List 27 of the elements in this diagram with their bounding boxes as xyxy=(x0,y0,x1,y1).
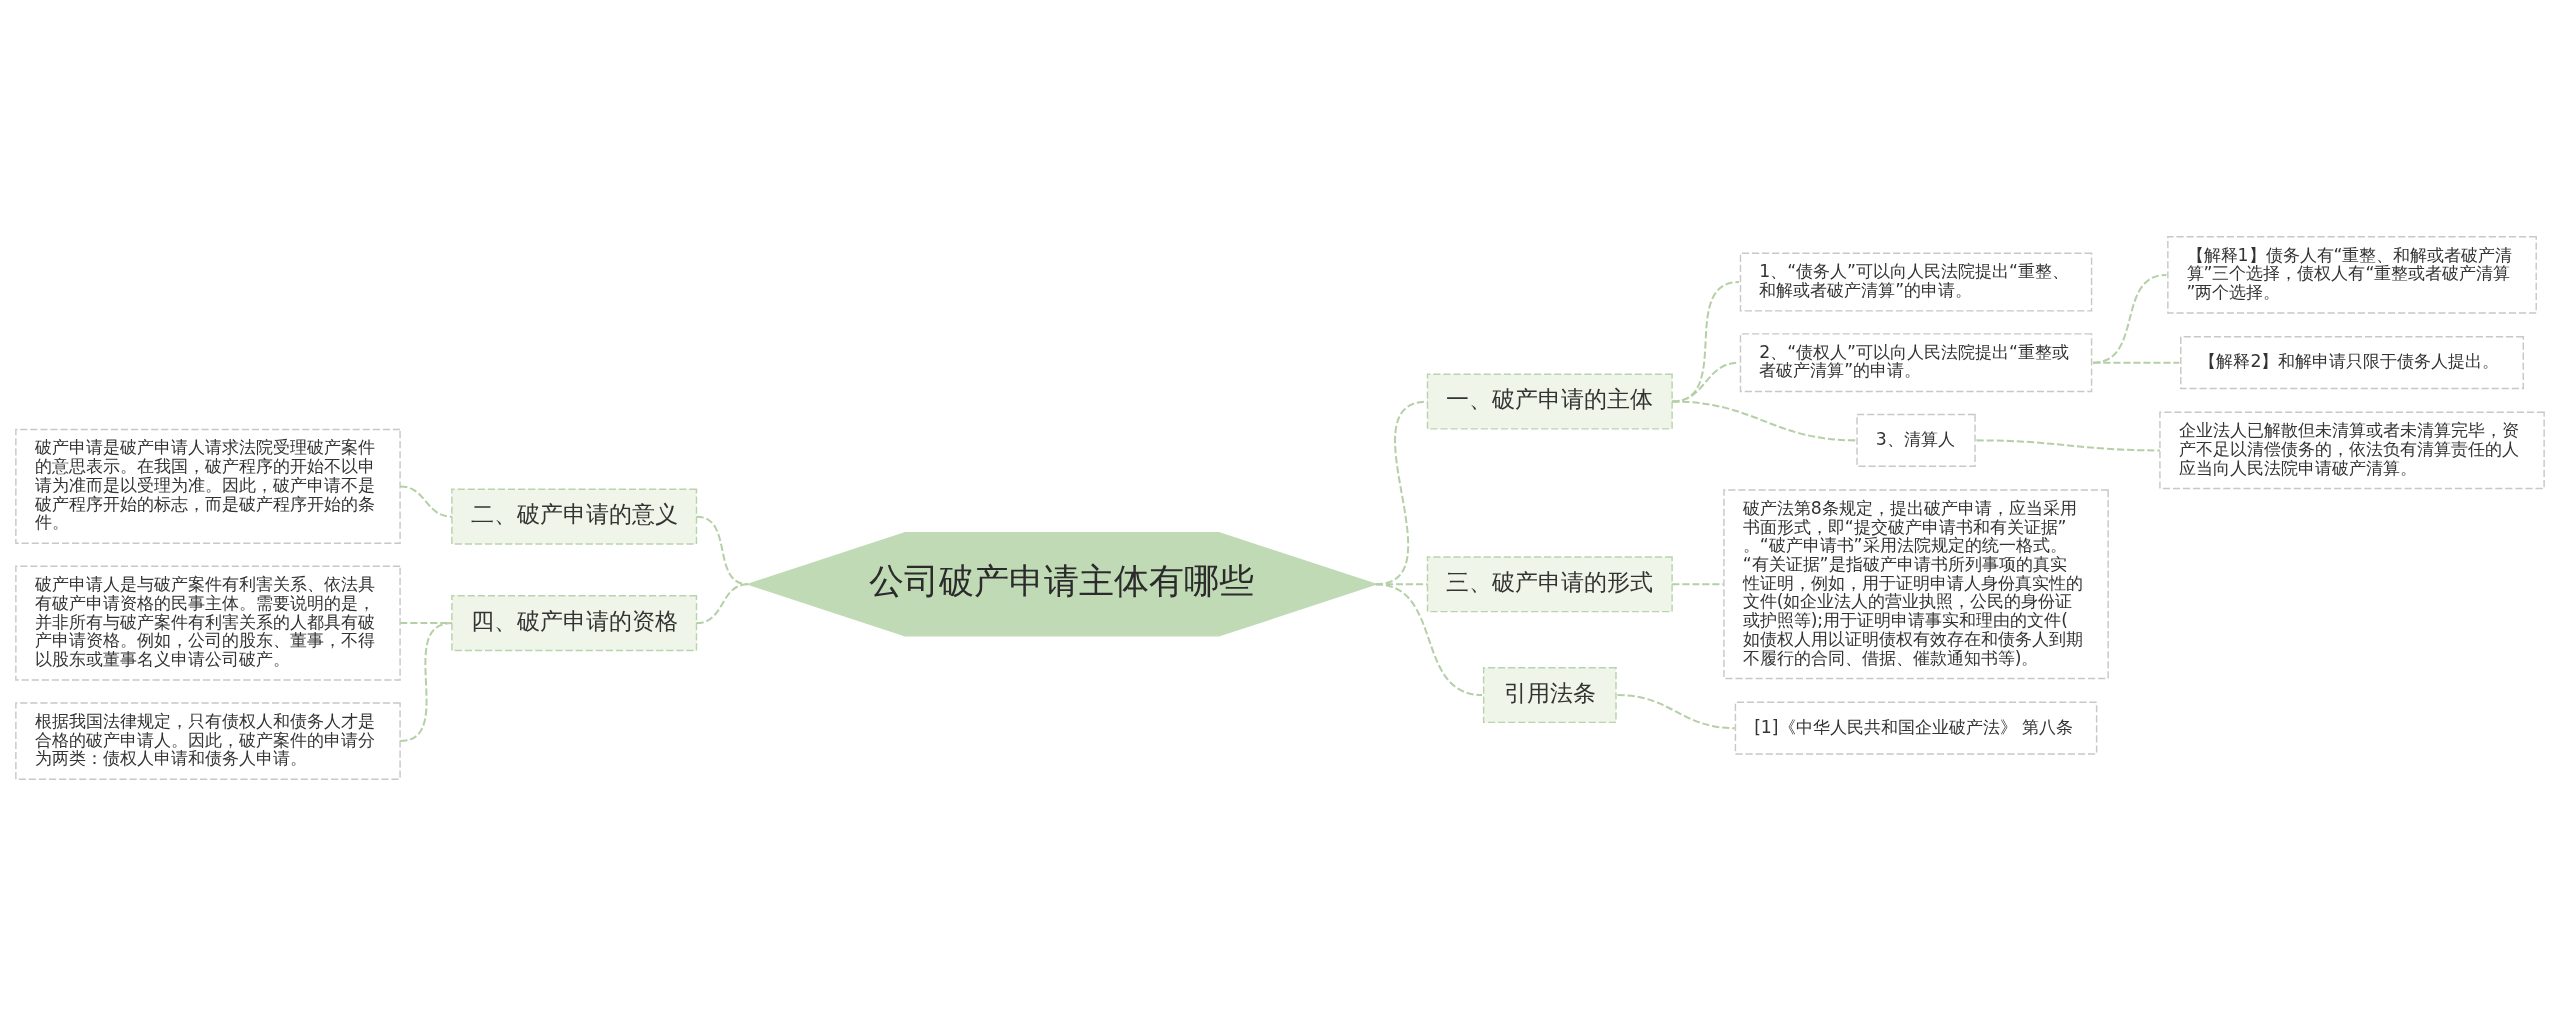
connector xyxy=(1617,693,1735,729)
connector xyxy=(1672,582,1724,585)
node-box: 破产法第8条规定，提出破产申请，应当采用书面形式，即“提交破产申请书和有关证据”。“破产申请书”采用法院规定的统一格式。“有关证据”是指破产申请书所列事项的真实性证明，例如，用于证明申请人身份真实性的文件(如企业法人的营业执照，公民的身份证或护照等);用于证明申请事实和理由的文件(如债权人用以证明债权有效存在和债务人到期不履行的合同、借据、催款通知书等)。 xyxy=(1723,488,2109,679)
node-box: 3、清算人 xyxy=(1856,413,1976,467)
node-box: 引用法条 xyxy=(1482,666,1617,723)
connector xyxy=(399,484,452,518)
node-box: 【解释1】债务人有“重整、和解或者破产清算”三个选择，债权人有“重整或者破产清算”两个选择。 xyxy=(2167,235,2537,314)
node-box: 2、“债权人”可以向人民法院提出“重整或者破产清算”的申请。 xyxy=(1739,332,2093,392)
node-box: 根据我国法律规定，只有债权人和债务人才是合格的破产申请人。因此，破产案件的申请分为两类：债权人申请和债务人申请。 xyxy=(15,701,401,780)
node-box: [1]《中华人民共和国企业破产法》 第八条 xyxy=(1734,701,2098,755)
connector xyxy=(2093,361,2180,364)
node-box: 四、破产申请的资格 xyxy=(451,594,698,651)
connector xyxy=(1375,582,1483,696)
node-box: 破产申请是破产申请人请求法院受理破产案件的意思表示。在我国，破产程序的开始不以申请为准而是以受理为准。因此，破产申请不是破产程序开始的标志，而是破产程序开始的条件。 xyxy=(15,428,401,544)
connector xyxy=(696,515,749,585)
node-box: 【解释2】和解申请只限于债务人提出。 xyxy=(2180,335,2524,389)
connector xyxy=(1976,438,2160,451)
node-box: 三、破产申请的形式 xyxy=(1426,555,1673,612)
connector xyxy=(1671,280,1740,402)
connector xyxy=(696,582,749,624)
node-box: 一、破产申请的主体 xyxy=(1426,372,1673,430)
connector xyxy=(1672,400,1856,441)
node-box: 1、“债务人”可以向人民法院提出“重整、和解或者破产清算”的申请。 xyxy=(1739,252,2093,312)
connector xyxy=(399,621,453,742)
node-box: 二、破产申请的意义 xyxy=(451,488,698,545)
node-box: 破产申请人是与破产案件有利害关系、依法具有破产申请资格的民事主体。需要说明的是，并非所有与破产案件有利害关系的人都具有破产申请资格。例如，公司的股东、董事，不得以股东或董事名义申请公司破产。 xyxy=(15,565,401,681)
node-box: 企业法人已解散但未清算或者未清算完毕，资产不足以清偿债务的，依法负有清算责任的人应当向人民法院申请破产清算。 xyxy=(2159,411,2545,489)
